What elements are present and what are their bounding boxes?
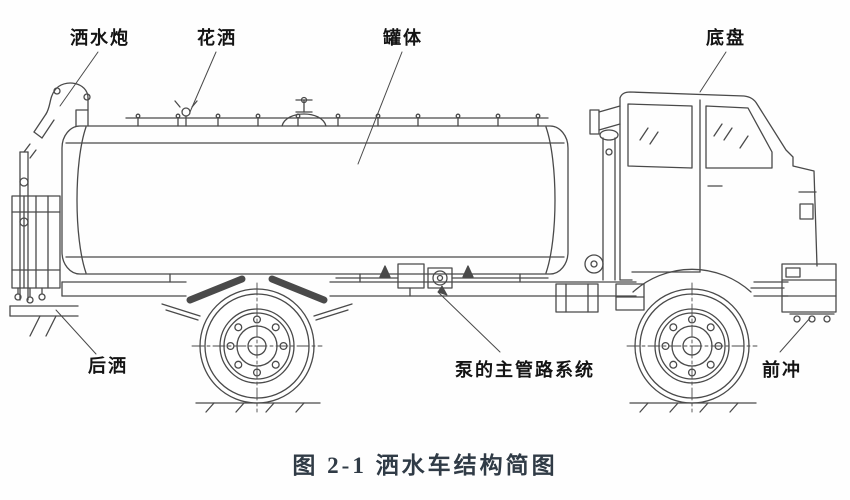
label-water-cannon: 洒水炮 (70, 28, 130, 48)
label-front-flush: 前冲 (762, 360, 802, 380)
label-pump-pipeline: 泵的主管路系统 (455, 360, 595, 380)
rear-wheel-drawing (191, 282, 323, 413)
front-wheel-drawing (626, 282, 758, 413)
cab-drawing (584, 91, 837, 323)
label-sprinkler-head: 花洒 (197, 28, 237, 48)
label-chassis: 底盘 (706, 28, 746, 48)
leader-lines (55, 51, 811, 355)
rear-spray-drawing (9, 195, 79, 337)
label-rear-spray: 后洒 (88, 356, 128, 376)
ground-lines (195, 402, 757, 413)
figure-caption: 图 2-1 洒水车结构简图 (292, 453, 558, 478)
label-tank-body: 罐体 (383, 28, 423, 48)
water-cannon-drawing (19, 82, 91, 301)
chassis-drawing (61, 273, 789, 321)
tank-body-drawing (61, 96, 569, 275)
pump-drawing (335, 263, 549, 297)
